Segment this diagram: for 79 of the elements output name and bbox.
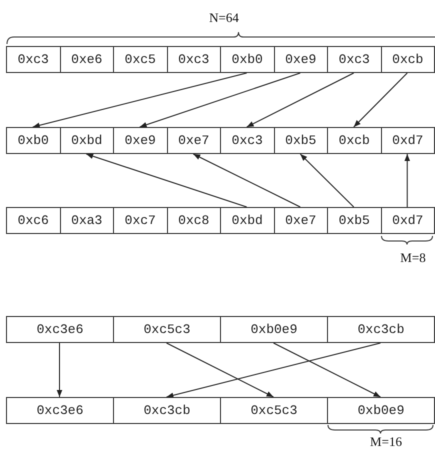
hex-value: 0xb5 — [338, 213, 370, 228]
hex-value: 0xcb — [392, 52, 424, 67]
hex-value: 0xc3e6 — [36, 403, 84, 418]
hex-value: 0xcb — [338, 133, 370, 148]
arrow — [32, 72, 248, 128]
byte-cell — [327, 207, 382, 234]
arrow — [404, 154, 410, 208]
hex-value: 0xc3 — [178, 52, 210, 67]
hex-value: 0xe6 — [71, 52, 102, 67]
byte-cell — [113, 397, 221, 424]
arrow — [300, 154, 354, 208]
size-label: M=16 — [370, 434, 402, 450]
byte-cell — [220, 127, 274, 154]
byte-cell — [220, 397, 328, 424]
hex-value: 0xe9 — [285, 52, 316, 67]
byte-cell — [6, 127, 60, 154]
hex-value: 0xc3 — [338, 52, 370, 67]
byte-cell — [6, 46, 60, 73]
hex-value: 0xb0 — [18, 133, 49, 148]
byte-cell — [274, 207, 328, 234]
arrow — [166, 342, 274, 398]
byte-cell — [113, 316, 221, 343]
arrow — [246, 72, 354, 128]
byte-cell — [380, 127, 435, 154]
byte-cell — [6, 316, 114, 343]
arrow — [56, 342, 62, 398]
hex-value: 0xc3cb — [358, 322, 404, 337]
byte-cell — [220, 316, 328, 343]
hex-value: 0xc8 — [178, 213, 210, 228]
byte-cell — [380, 207, 435, 234]
hex-value: 0xd7 — [392, 133, 424, 148]
hex-value: 0xc5 — [124, 52, 156, 67]
hex-value: 0xc3cb — [144, 403, 190, 418]
byte-cell — [166, 46, 221, 73]
arrow — [139, 72, 301, 128]
arrow — [192, 154, 301, 208]
hex-value: 0xb0e9 — [358, 403, 404, 418]
size-label: M=8 — [400, 250, 426, 266]
byte-cell — [113, 127, 168, 154]
hex-value: 0xc5c3 — [250, 403, 298, 418]
byte-cell — [60, 46, 114, 73]
arrow — [353, 72, 408, 128]
hex-value: 0xb0e9 — [250, 322, 298, 337]
byte-cell — [327, 316, 435, 343]
arrow — [166, 342, 381, 398]
arrow — [86, 154, 248, 208]
byte-cell — [166, 127, 221, 154]
hex-value: 0xd7 — [392, 213, 424, 228]
byte-cell — [274, 127, 328, 154]
byte-cell — [327, 397, 435, 424]
arrow — [273, 342, 381, 398]
byte-cell — [327, 127, 382, 154]
byte-cell — [220, 207, 274, 234]
byte-cell — [60, 127, 114, 154]
byte-cell — [327, 46, 382, 73]
byte-cell — [113, 207, 168, 234]
hex-value: 0xc3e6 — [36, 322, 84, 337]
byte-cell — [60, 207, 114, 234]
byte-cell — [6, 207, 60, 234]
hex-value: 0xb0 — [232, 52, 263, 67]
byte-cell — [166, 207, 221, 234]
hex-value: 0xb5 — [285, 133, 316, 148]
hex-value: 0xc6 — [18, 213, 49, 228]
byte-cell — [274, 46, 328, 73]
byte-cell — [220, 46, 274, 73]
hex-value: 0xc5c3 — [144, 322, 190, 337]
hex-value: 0xe9 — [124, 133, 156, 148]
hex-value: 0xc3 — [232, 133, 263, 148]
hex-value: 0xa3 — [71, 213, 102, 228]
hex-value: 0xc3 — [18, 52, 49, 67]
hex-value: 0xbd — [71, 133, 102, 148]
size-label: N=64 — [209, 10, 239, 26]
byte-cell — [380, 46, 435, 73]
hex-value: 0xbd — [232, 213, 263, 228]
hex-value: 0xe7 — [285, 213, 316, 228]
hex-value: 0xc7 — [124, 213, 156, 228]
hex-value: 0xe7 — [178, 133, 210, 148]
byte-cell — [113, 46, 168, 73]
byte-cell — [6, 397, 114, 424]
